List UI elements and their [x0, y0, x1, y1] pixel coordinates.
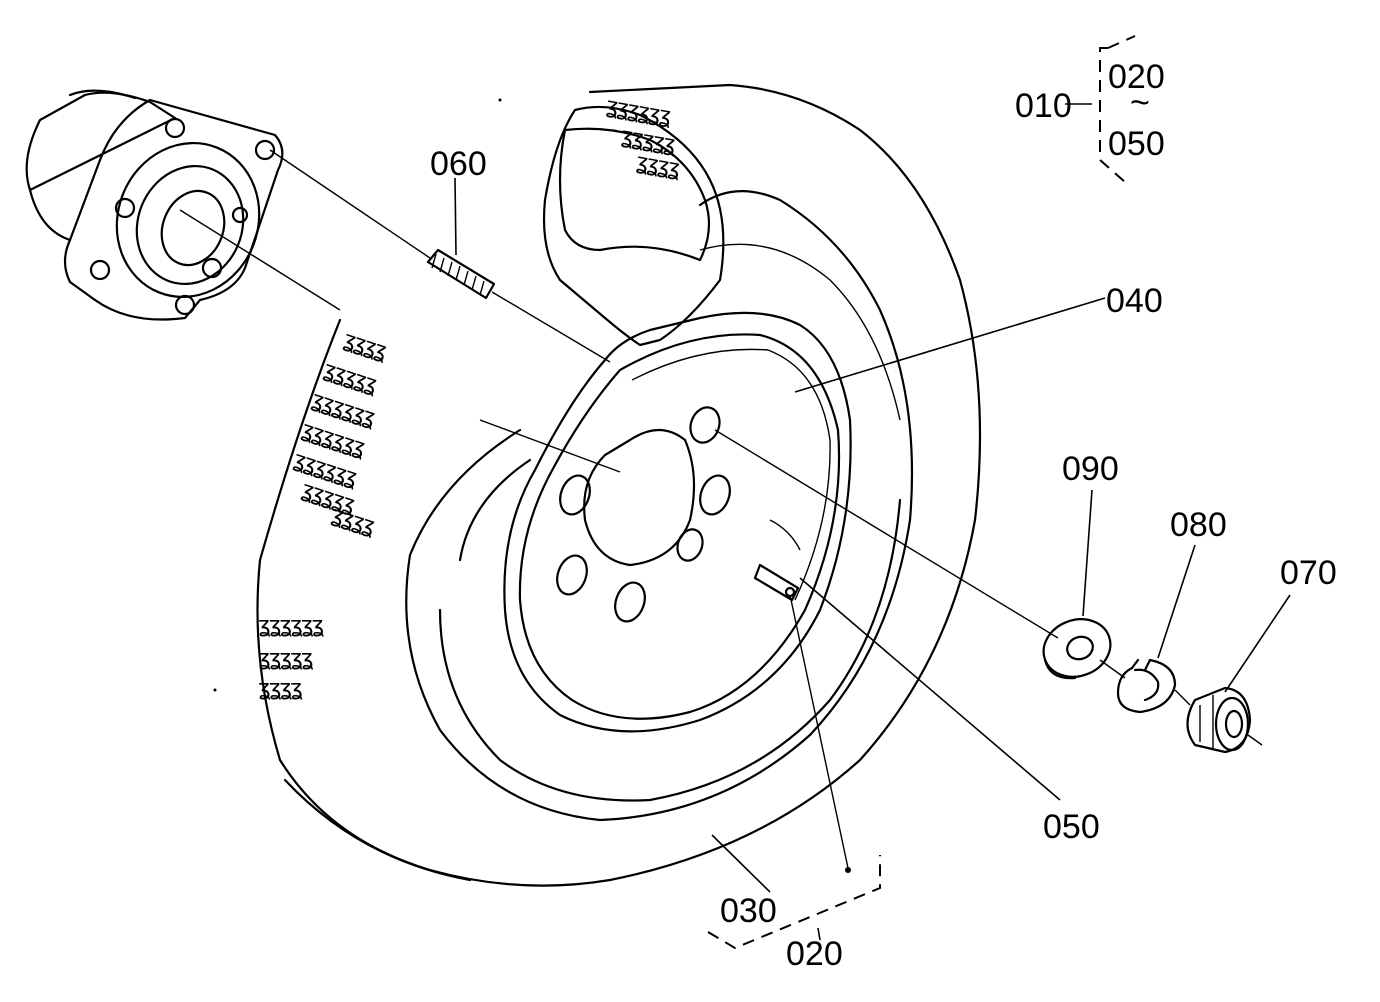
callout-spring-washer: 080 — [1170, 506, 1227, 544]
callout-labels: 010 020 ~ 050 060 040 090 080 070 050 03… — [430, 58, 1337, 973]
tire — [256, 83, 982, 887]
callout-range-start: 020 — [1108, 58, 1165, 96]
callout-range-end: 050 — [1108, 125, 1165, 163]
wheel-rim — [503, 311, 852, 733]
tire-cutaway — [542, 105, 725, 347]
spring-washer — [1116, 658, 1177, 714]
svg-text:ʓʓʓʓʓʓ: ʓʓʓʓʓʓ — [604, 93, 674, 129]
svg-text:ʓʓʓʓ: ʓʓʓʓ — [340, 327, 391, 365]
callout-stud: 060 — [430, 145, 487, 183]
callout-tire: 030 — [720, 892, 777, 930]
wheel-stud — [426, 248, 496, 300]
leader-lines — [454, 103, 1291, 893]
svg-text:ʓʓʓʓ: ʓʓʓʓ — [634, 149, 683, 181]
callout-nut: 070 — [1280, 554, 1337, 592]
callout-assembly: 010 — [1015, 87, 1072, 125]
wheel-nut — [1186, 686, 1252, 754]
flat-washer — [1042, 618, 1112, 680]
svg-text:ʓʓʓʓʓ: ʓʓʓʓʓ — [258, 646, 314, 671]
bracket-lines — [707, 35, 1136, 950]
axle-hub-flange — [25, 89, 284, 321]
assembly-axis-lines — [179, 149, 1263, 873]
callout-flat-washer: 090 — [1062, 450, 1119, 488]
callout-wheel-set: 020 — [786, 935, 843, 973]
svg-text:ʓʓʓʓʓʓ: ʓʓʓʓʓʓ — [258, 613, 325, 638]
svg-text:ʓʓʓʓ: ʓʓʓʓ — [328, 502, 379, 540]
callout-rim: 040 — [1106, 282, 1163, 320]
callout-valve: 050 — [1043, 808, 1100, 846]
callout-range-tilde: ~ — [1130, 84, 1150, 122]
svg-text:ʓʓʓʓ: ʓʓʓʓ — [258, 676, 303, 701]
